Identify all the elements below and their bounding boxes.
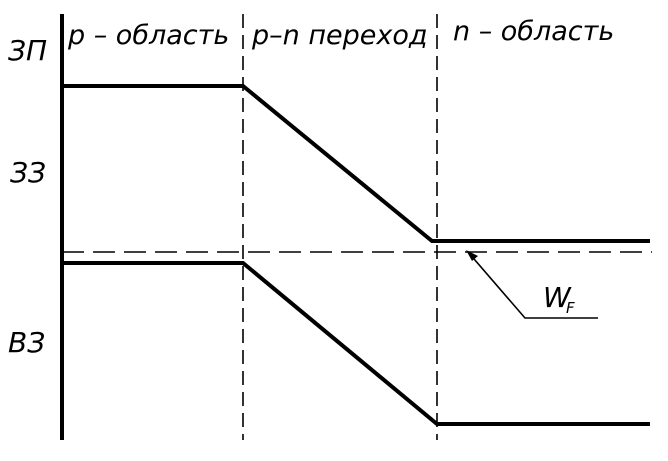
valence-band-edge (62, 261, 650, 426)
pn-junction-title: p–n переход (251, 20, 428, 51)
conduction-band-edge (62, 84, 650, 243)
fermi-level-symbol: W (543, 281, 572, 314)
fermi-leader-arrowhead (466, 250, 478, 261)
valence-band-label: ВЗ (8, 326, 45, 359)
p-region-title: p – область (67, 20, 229, 51)
band-gap-label: ЗЗ (10, 156, 46, 189)
conduction-band-label: ЗП (8, 34, 47, 67)
n-region-title: n – область (453, 16, 614, 47)
fermi-leader-line (467, 251, 598, 319)
fermi-level-subscript: F (566, 299, 575, 317)
